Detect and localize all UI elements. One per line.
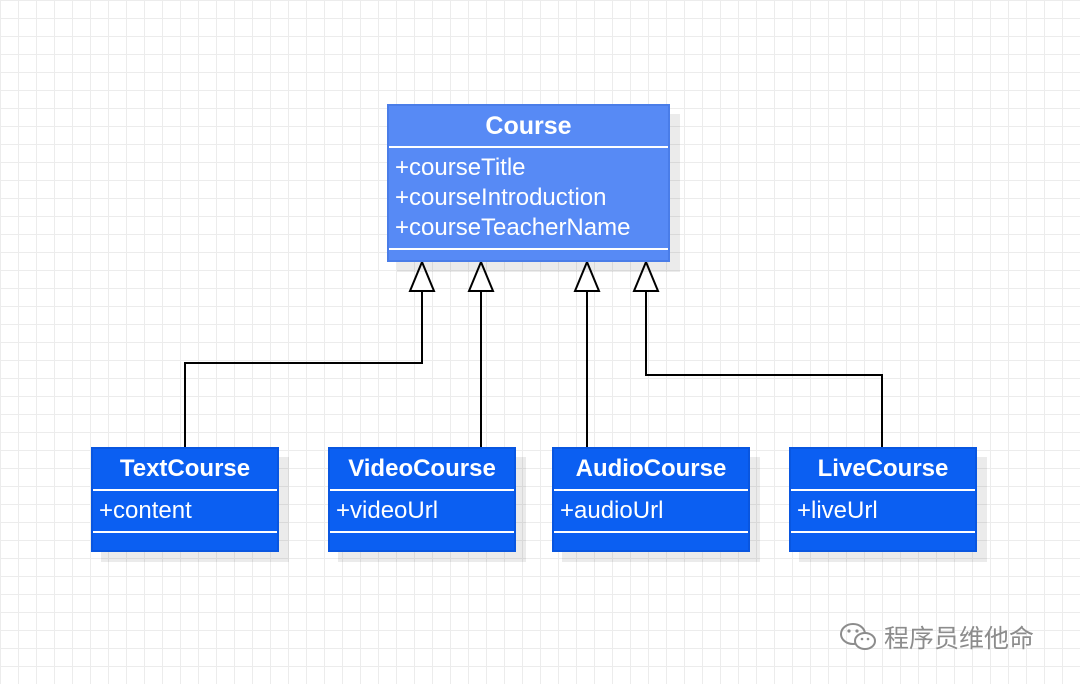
class-videocourse[interactable]: VideoCourse +videoUrl — [328, 447, 516, 552]
class-name: Course — [389, 106, 668, 148]
method-compartment — [554, 533, 748, 550]
attribute-list: +content — [93, 491, 277, 533]
attribute: +audioUrl — [560, 497, 664, 524]
wechat-icon — [840, 623, 876, 650]
attribute: +content — [99, 497, 192, 524]
class-livecourse[interactable]: LiveCourse +liveUrl — [789, 447, 977, 552]
class-name: AudioCourse — [554, 449, 748, 491]
attribute-list: +liveUrl — [791, 491, 975, 533]
class-name: TextCourse — [93, 449, 277, 491]
method-compartment — [330, 533, 514, 550]
method-compartment — [389, 250, 668, 260]
method-compartment — [791, 533, 975, 550]
connector-textcourse — [184, 291, 423, 447]
class-textcourse[interactable]: TextCourse +content — [91, 447, 279, 552]
watermark: 程序员维他命 — [838, 620, 1034, 654]
attribute: +courseTeacherName — [395, 214, 631, 241]
class-course[interactable]: Course +courseTitle +courseIntroduction … — [387, 104, 670, 262]
attribute: +courseTitle — [395, 154, 526, 181]
connector-livecourse — [645, 291, 883, 447]
watermark-text: 程序员维他命 — [884, 624, 1035, 653]
inheritance-arrowhead — [467, 259, 495, 292]
class-name: LiveCourse — [791, 449, 975, 491]
class-audiocourse[interactable]: AudioCourse +audioUrl — [552, 447, 750, 552]
attribute: +videoUrl — [336, 497, 439, 524]
inheritance-arrowhead — [408, 259, 436, 292]
attribute: +courseIntroduction — [395, 184, 607, 211]
attribute-list: +courseTitle +courseIntroduction +course… — [389, 148, 668, 250]
attribute-list: +audioUrl — [554, 491, 748, 533]
inheritance-arrowhead — [573, 259, 601, 292]
method-compartment — [93, 533, 277, 550]
inheritance-arrowhead — [632, 259, 660, 292]
attribute-list: +videoUrl — [330, 491, 514, 533]
class-name: VideoCourse — [330, 449, 514, 491]
attribute: +liveUrl — [797, 497, 878, 524]
